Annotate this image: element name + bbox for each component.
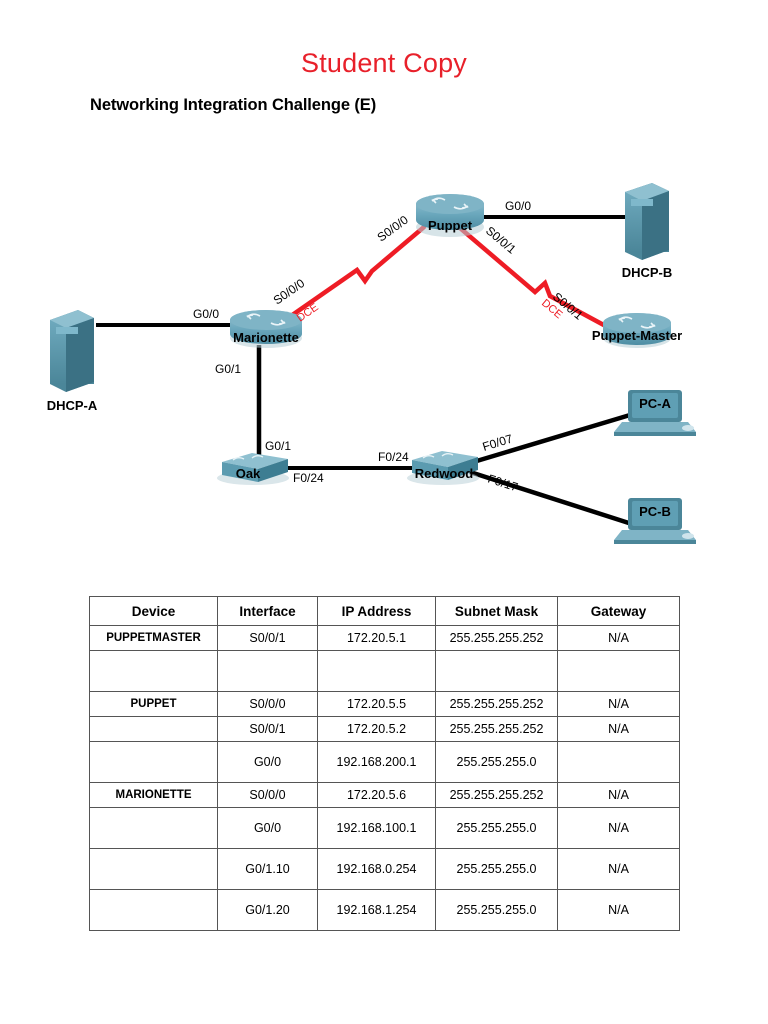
- cell-ip: 192.168.1.254: [317, 889, 436, 931]
- cell-ip: 192.168.0.254: [317, 848, 436, 890]
- table-row: PUPPET S0/0/0 172.20.5.5 255.255.255.252…: [89, 691, 680, 717]
- router-icon-marionette: [230, 310, 302, 348]
- cell-gateway: N/A: [557, 691, 680, 717]
- server-icon-dhcp-a: [50, 310, 94, 392]
- cell-mask: [435, 650, 558, 692]
- cell-interface: [217, 650, 318, 692]
- cell-gateway: N/A: [557, 848, 680, 890]
- table-row: [89, 650, 680, 692]
- cell-device: PUPPETMASTER: [89, 625, 218, 651]
- cell-mask: 255.255.255.252: [435, 625, 558, 651]
- link-label-marionette-g01: G0/1: [215, 362, 241, 376]
- cell-gateway: [557, 650, 680, 692]
- column-header-ip: IP Address: [317, 596, 436, 626]
- cell-device: MARIONETTE: [89, 782, 218, 808]
- link-redwood-pca: [469, 412, 631, 466]
- cell-mask: 255.255.255.0: [435, 807, 558, 849]
- column-header-interface: Interface: [217, 596, 318, 626]
- table-header-row: Device Interface IP Address Subnet Mask …: [89, 596, 680, 626]
- server-icon-dhcp-b: [625, 183, 669, 260]
- link-label-redwood-f017: F0/17: [486, 472, 520, 495]
- cell-mask: 255.255.255.0: [435, 741, 558, 783]
- table-row: G0/0 192.168.100.1 255.255.255.0 N/A: [89, 807, 680, 849]
- cell-gateway: N/A: [557, 782, 680, 808]
- link-marionette-puppet-serial: [285, 224, 427, 321]
- cell-device: [89, 807, 218, 849]
- cell-gateway: N/A: [557, 625, 680, 651]
- link-label-marionette-g00: G0/0: [193, 307, 219, 321]
- link-label-marionette-s000-dce: DCE: [295, 301, 321, 324]
- cell-interface: G0/1.10: [217, 848, 318, 890]
- table-row: G0/1.20 192.168.1.254 255.255.255.0 N/A: [89, 889, 680, 931]
- cell-ip: 172.20.5.2: [317, 716, 436, 742]
- addressing-table: Device Interface IP Address Subnet Mask …: [89, 596, 680, 931]
- router-icon-puppet: [416, 194, 484, 237]
- router-icon-puppet-master: [603, 313, 671, 348]
- column-header-mask: Subnet Mask: [435, 596, 558, 626]
- cell-gateway: N/A: [557, 889, 680, 931]
- cell-device: [89, 848, 218, 890]
- cell-device: [89, 716, 218, 742]
- cell-interface: G0/0: [217, 807, 318, 849]
- cell-interface: G0/1.20: [217, 889, 318, 931]
- cell-mask: 255.255.255.0: [435, 848, 558, 890]
- link-label-oak-g01: G0/1: [265, 439, 291, 453]
- switch-icon-redwood: [407, 451, 479, 485]
- cell-ip: [317, 650, 436, 692]
- cell-ip: 172.20.5.5: [317, 691, 436, 717]
- cell-interface: S0/0/0: [217, 691, 318, 717]
- cell-mask: 255.255.255.252: [435, 782, 558, 808]
- link-label-redwood-f024: F0/24: [378, 450, 409, 464]
- cell-interface: S0/0/0: [217, 782, 318, 808]
- column-header-gateway: Gateway: [557, 596, 680, 626]
- cell-device: [89, 741, 218, 783]
- table-row: PUPPETMASTER S0/0/1 172.20.5.1 255.255.2…: [89, 625, 680, 651]
- cell-device: [89, 889, 218, 931]
- cell-device: PUPPET: [89, 691, 218, 717]
- table-row: G0/0 192.168.200.1 255.255.255.0: [89, 741, 680, 783]
- pc-icon-pc-a: [614, 390, 696, 436]
- page-subtitle: Networking Integration Challenge (E): [90, 96, 377, 114]
- cell-mask: 255.255.255.0: [435, 889, 558, 931]
- table-row: S0/0/1 172.20.5.2 255.255.255.252 N/A: [89, 716, 680, 742]
- cell-gateway: N/A: [557, 807, 680, 849]
- link-label-oak-f024: F0/24: [293, 471, 324, 485]
- cell-device: [89, 650, 218, 692]
- cell-mask: 255.255.255.252: [435, 716, 558, 742]
- pc-icon-pc-b: [614, 498, 696, 544]
- cell-ip: 172.20.5.6: [317, 782, 436, 808]
- link-label-marionette-s000: S0/0/0: [271, 276, 308, 308]
- cell-ip: 172.20.5.1: [317, 625, 436, 651]
- cell-mask: 255.255.255.252: [435, 691, 558, 717]
- link-label-puppet-g00: G0/0: [505, 199, 531, 213]
- cell-gateway: [557, 741, 680, 783]
- cell-interface: G0/0: [217, 741, 318, 783]
- link-redwood-pcb: [469, 469, 636, 528]
- link-puppet-puppetmaster-serial: [457, 225, 616, 333]
- table-row: G0/1.10 192.168.0.254 255.255.255.0 N/A: [89, 848, 680, 890]
- cell-interface: S0/0/1: [217, 625, 318, 651]
- page-title: Student Copy: [300, 48, 467, 78]
- network-topology-diagram: G0/0 G0/0 G0/1 G0/1 F0/24 F0/24 F0/07 F0…: [0, 170, 768, 560]
- cell-gateway: N/A: [557, 716, 680, 742]
- cell-ip: 192.168.200.1: [317, 741, 436, 783]
- column-header-device: Device: [89, 596, 218, 626]
- table-row: MARIONETTE S0/0/0 172.20.5.6 255.255.255…: [89, 782, 680, 808]
- switch-icon-oak: [217, 453, 289, 485]
- cell-interface: S0/0/1: [217, 716, 318, 742]
- cell-ip: 192.168.100.1: [317, 807, 436, 849]
